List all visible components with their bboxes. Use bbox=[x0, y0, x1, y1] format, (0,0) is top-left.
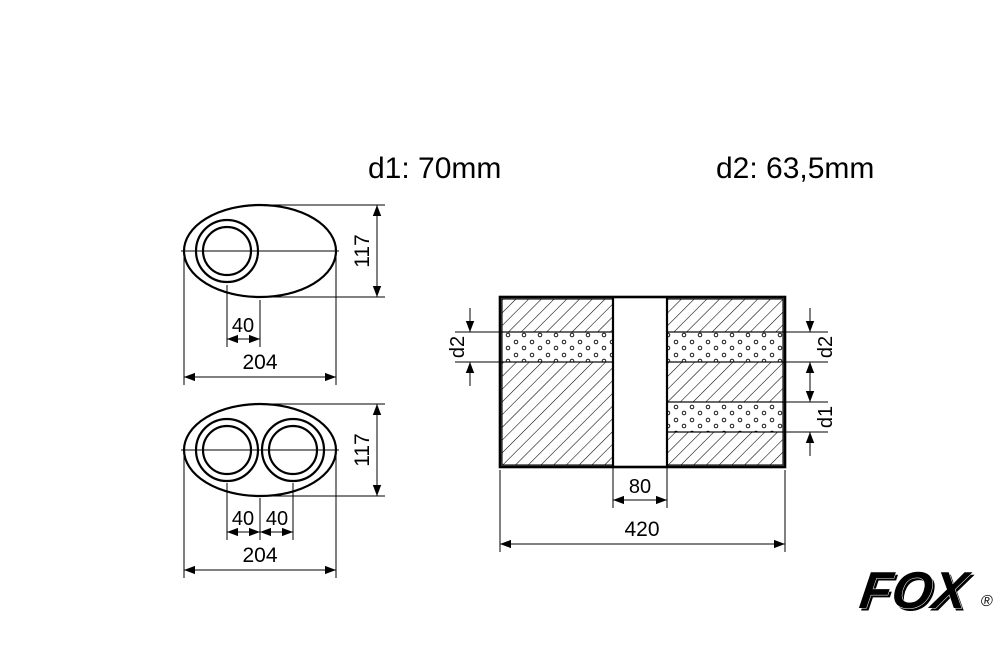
dim-420: 420 bbox=[624, 518, 659, 541]
registered-mark: ® bbox=[980, 592, 994, 610]
fox-logo: FOX FOX ® bbox=[856, 562, 994, 623]
pipe-left-inner-circle bbox=[201, 424, 253, 476]
pipe-right-outer-circle bbox=[260, 417, 326, 483]
dim-204-dual: 204 bbox=[242, 544, 277, 567]
dim-40-right: 40 bbox=[266, 508, 288, 530]
body-outline bbox=[498, 295, 787, 469]
pipe-outer-circle bbox=[194, 218, 260, 284]
absorber-right-d1 bbox=[666, 401, 784, 433]
pipe-left-outer-circle bbox=[194, 417, 260, 483]
dim-117-single: 117 bbox=[351, 234, 374, 267]
dim-204-single: 204 bbox=[242, 351, 277, 374]
dual-oval-cross-section bbox=[181, 402, 385, 578]
dim-80: 80 bbox=[629, 476, 651, 498]
oval-shell-outline bbox=[182, 402, 338, 498]
longitudinal-section bbox=[455, 295, 828, 552]
d2-label-left: d2 bbox=[447, 336, 469, 358]
absorber-left-d2 bbox=[501, 331, 614, 363]
hatch-right-mid bbox=[666, 361, 784, 403]
dim-117-dual: 117 bbox=[351, 433, 374, 466]
hatch-right-bottom bbox=[666, 431, 784, 466]
hatch-left-bottom bbox=[501, 361, 614, 466]
d2-spec-label: d2: 63,5mm bbox=[716, 152, 874, 185]
d2-label-right: d2 bbox=[815, 336, 837, 358]
dim-40-single: 40 bbox=[232, 315, 254, 337]
hatch-right-top bbox=[666, 298, 784, 333]
absorber-right-d2 bbox=[666, 331, 784, 363]
dim-40-left: 40 bbox=[232, 508, 254, 530]
hatch-left-top bbox=[501, 298, 614, 333]
single-oval-cross-section bbox=[181, 203, 385, 385]
pipe-right-inner-circle bbox=[267, 424, 319, 476]
oval-shell-outline bbox=[182, 203, 338, 299]
d1-spec-label: d1: 70mm bbox=[368, 152, 501, 185]
fox-logo-text: FOX bbox=[856, 562, 974, 620]
pipe-inner-circle bbox=[201, 225, 253, 277]
fox-logo-shadow: FOX bbox=[858, 565, 976, 623]
d1-label-right: d1 bbox=[815, 406, 837, 428]
